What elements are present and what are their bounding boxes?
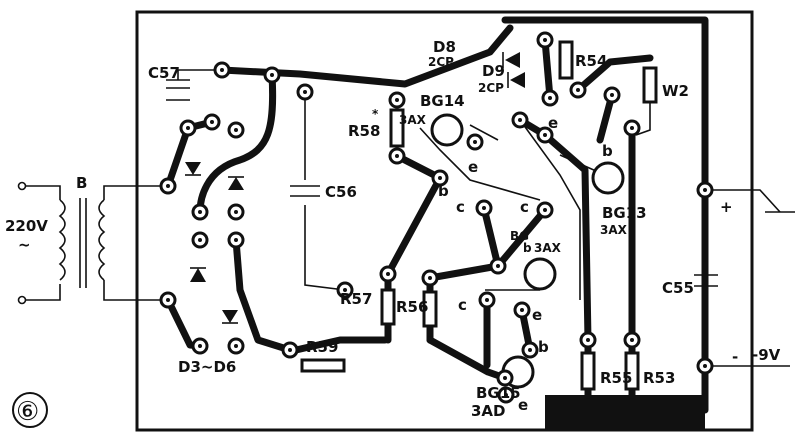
solder-pad-hole — [198, 344, 202, 348]
output-plus-label: + — [720, 198, 733, 216]
solder-pad-hole — [576, 88, 580, 92]
bg-mid-type: 3AX — [534, 241, 562, 255]
solder-pad-hole — [395, 98, 399, 102]
input-terminal-bottom — [17, 295, 27, 305]
solder-pad-hole — [504, 393, 508, 397]
figure-number: ⑥ — [16, 397, 39, 427]
components — [166, 40, 718, 391]
r58-mark: * — [372, 107, 379, 121]
figure-number-ring — [12, 392, 48, 428]
solder-pad-hole — [586, 338, 590, 342]
w2-label: W2 — [662, 82, 689, 100]
solder-pad-hole — [503, 376, 507, 380]
solder-pad-hole — [186, 126, 190, 130]
thin-wires — [304, 92, 795, 367]
r53-label: R53 — [643, 369, 675, 387]
pin-e-bg13: e — [548, 114, 558, 132]
solder-pads — [159, 31, 714, 404]
r54-label: R54 — [575, 52, 607, 70]
solder-pad-hole — [543, 38, 547, 42]
bg13-label: BG13 — [602, 204, 647, 222]
solder-pad-hole — [438, 176, 442, 180]
solder-pad-hole — [482, 206, 486, 210]
solder-pad-hole — [518, 118, 522, 122]
pin-b-mid: b — [523, 241, 532, 255]
solder-pad-hole — [543, 133, 547, 137]
bg14-type: 3AX — [399, 113, 427, 127]
solder-pad-hole — [220, 68, 224, 72]
ac-symbol: ~ — [18, 236, 31, 254]
d9-label: D9 — [482, 62, 505, 80]
pin-b-bg13: b — [602, 142, 613, 160]
solder-pad-hole — [210, 120, 214, 124]
bg13-type: 3AX — [600, 223, 628, 237]
r55-label: R55 — [600, 369, 632, 387]
r59-label: R59 — [306, 338, 338, 356]
solder-pad-hole — [288, 348, 292, 352]
solder-pad-hole — [198, 238, 202, 242]
d9-type: 2CP — [478, 81, 504, 95]
d8-label: D8 — [433, 38, 456, 56]
pin-e-bg14: e — [468, 158, 478, 176]
solder-pad-hole — [234, 210, 238, 214]
solder-pad-hole — [528, 348, 532, 352]
solder-pad-hole — [386, 272, 390, 276]
solder-pad-hole — [703, 364, 707, 368]
ground-plane — [545, 395, 705, 430]
r58-label: R58 — [348, 122, 380, 140]
solder-pad-hole — [234, 344, 238, 348]
c57-label: C57 — [148, 64, 180, 82]
solder-pad-hole — [630, 126, 634, 130]
solder-pad-hole — [198, 210, 202, 214]
solder-pad-hole — [473, 140, 477, 144]
solder-pad-hole — [428, 276, 432, 280]
c55-label: C55 — [662, 279, 694, 297]
pin-e-mid: e — [532, 306, 542, 324]
solder-pad-hole — [610, 93, 614, 97]
solder-pad-hole — [234, 238, 238, 242]
solder-pad-hole — [630, 338, 634, 342]
transformer-label: B — [76, 174, 87, 192]
solder-pad-hole — [496, 264, 500, 268]
d8-type: 2CP — [428, 55, 454, 69]
bg-mid-label: BG — [510, 229, 529, 243]
board-outline — [135, 10, 754, 432]
solder-pad-hole — [520, 308, 524, 312]
solder-pad-hole — [485, 298, 489, 302]
r56-label: R56 — [396, 298, 428, 316]
pin-c-1: c — [456, 198, 465, 216]
bg14-label: BG14 — [420, 92, 465, 110]
pin-b-bg14: b — [438, 182, 449, 200]
output-voltage-label: -9V — [752, 346, 781, 364]
pin-c-2: c — [520, 198, 529, 216]
solder-pad-hole — [166, 184, 170, 188]
pin-e-bg15: e — [518, 396, 528, 414]
output-minus-sign: - — [732, 348, 738, 366]
bg15-type: 3AD — [471, 402, 506, 420]
r57-label: R57 — [340, 290, 372, 308]
c56-label: C56 — [325, 183, 357, 201]
solder-pad-hole — [703, 188, 707, 192]
solder-pad-hole — [166, 298, 170, 302]
input-terminal-top — [17, 181, 27, 191]
bridge-label: D3~D6 — [178, 358, 236, 376]
solder-pad-hole — [234, 128, 238, 132]
pin-c-mid: c — [458, 296, 467, 314]
solder-pad-hole — [543, 208, 547, 212]
solder-pad-hole — [270, 73, 274, 77]
solder-pad-hole — [343, 288, 347, 292]
input-voltage-label: 220V — [5, 217, 48, 235]
transformer: B 220V ~ — [5, 174, 165, 305]
solder-pad-hole — [395, 154, 399, 158]
pin-b-bg15: b — [538, 338, 549, 356]
bg15-label: BG15 — [476, 384, 521, 402]
labels: C57 C56 C55 * R58 R57 R56 R59 R54 R55 R5… — [12, 38, 781, 428]
solder-pad-hole — [303, 90, 307, 94]
solder-pad-hole — [548, 96, 552, 100]
